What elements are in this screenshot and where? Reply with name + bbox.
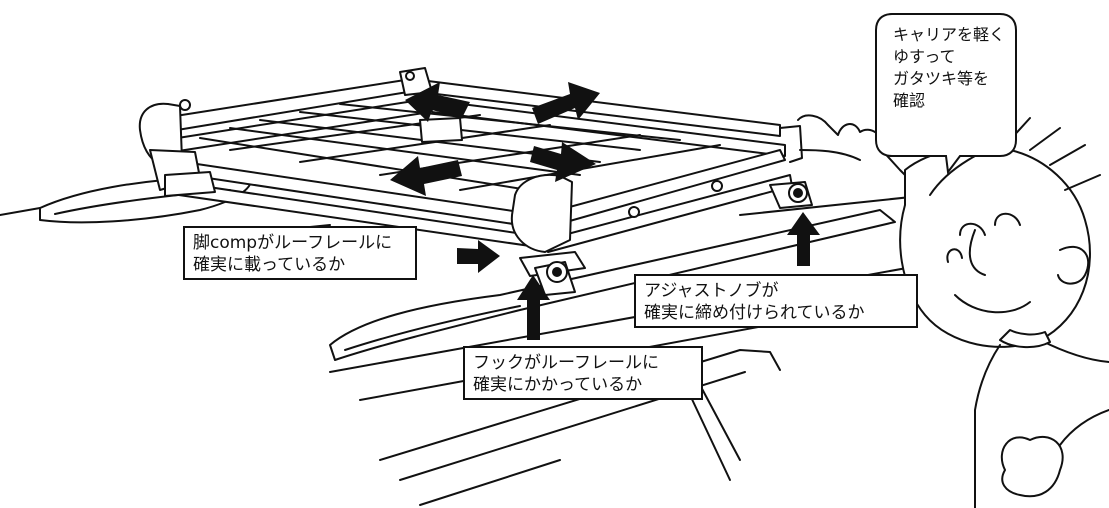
arrow-up-to-hook-icon [517, 275, 550, 340]
callout-knob-line-1: アジャストノブが [644, 281, 779, 301]
speech-bubble [875, 13, 1017, 175]
callout-leg-line-2: 確実に載っているか [193, 255, 346, 275]
callout-knob-line-2: 確実に締め付けられているか [644, 303, 865, 323]
speech-line-4: 確認 [893, 91, 926, 110]
callout-leg-line-1: 脚compがルーフレールに [193, 233, 393, 253]
callout-hook-line-1: フックがルーフレールに [473, 353, 659, 373]
adjust-knob-right [769, 181, 813, 209]
adjust-knob-front [546, 261, 568, 283]
arrow-down-left-icon [390, 156, 462, 196]
speech-line-1: キャリアを軽く [893, 25, 1006, 44]
arrow-up-to-knob-icon [787, 212, 820, 266]
front-corner-cap [510, 174, 573, 253]
speech-bubble-text: キャリアを軽く ゆすって ガタツキ等を 確認 [893, 24, 1006, 112]
arrow-right-to-leg-icon [457, 240, 500, 273]
arrow-down-right-icon [530, 142, 596, 182]
arrow-up-left-icon [405, 82, 470, 122]
callout-leg-on-rail: 脚compがルーフレールに 確実に載っているか [183, 226, 417, 280]
speech-line-2: ゆすって [893, 47, 956, 66]
shake-direction-arrows [390, 82, 820, 340]
roof-rail-front [329, 209, 896, 361]
callout-adjust-knob: アジャストノブが 確実に締め付けられているか [634, 274, 918, 328]
speech-line-3: ガタツキ等を [893, 69, 990, 88]
person-illustration [797, 114, 1109, 508]
callout-hook-line-2: 確実にかかっているか [473, 375, 643, 395]
arrow-up-right-icon [532, 82, 600, 124]
callout-hook-on-rail: フックがルーフレールに 確実にかかっているか [463, 346, 703, 400]
